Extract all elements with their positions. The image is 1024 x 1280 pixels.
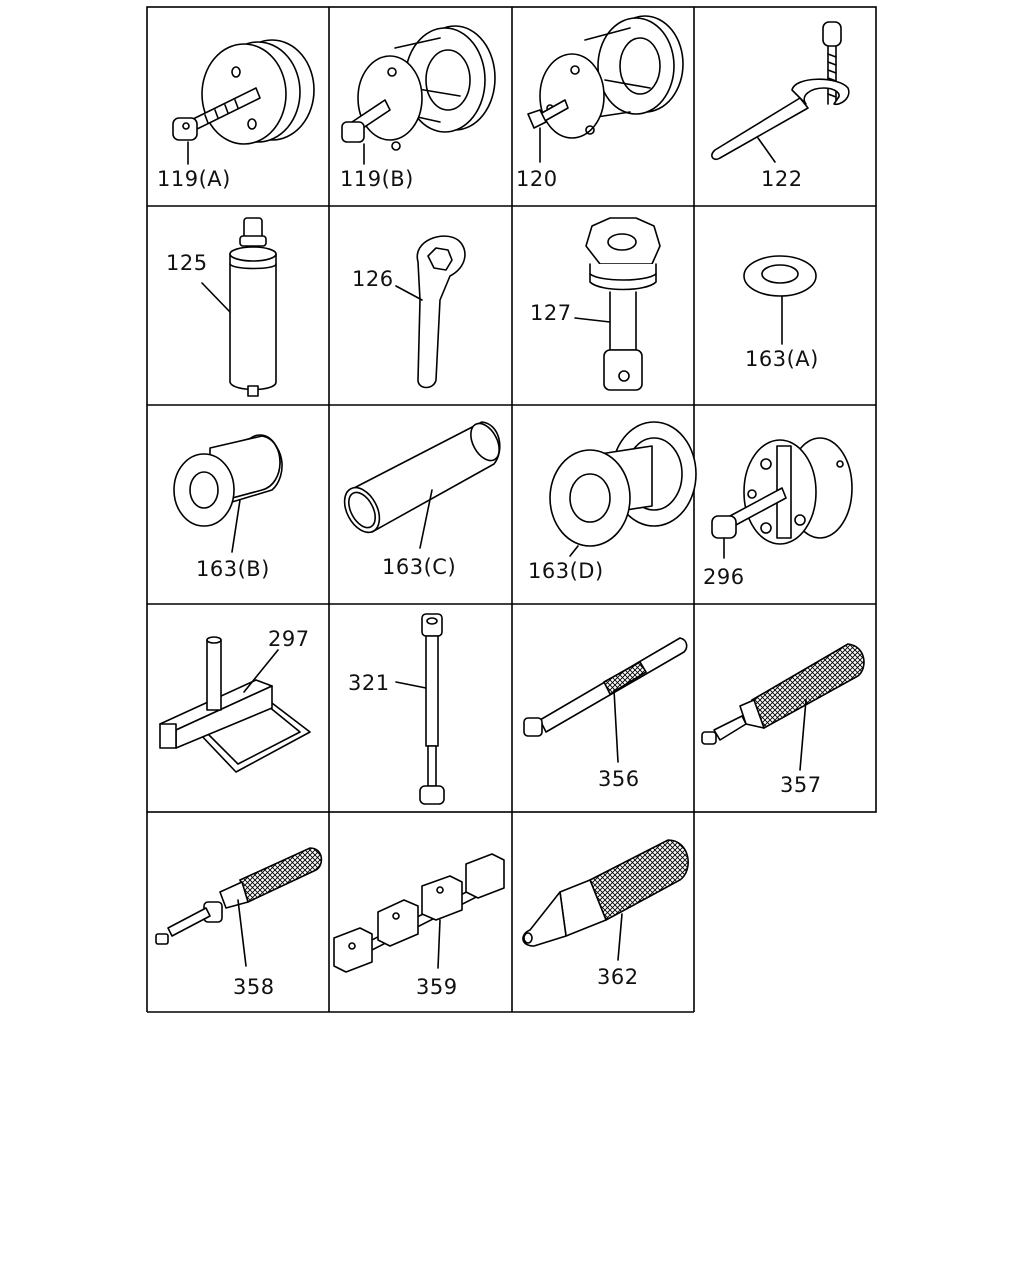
tool-cell-127: 127 [530, 217, 661, 391]
tool-label-358: 358 [233, 975, 275, 999]
tool-label-122: 122 [761, 167, 803, 191]
tool-cell-362: 362 [522, 839, 689, 989]
split-puller-icon [711, 437, 853, 559]
flanged-sleeve-icon [173, 434, 283, 553]
socket-adapter-icon [574, 217, 661, 391]
knurled-installer-icon [155, 847, 323, 967]
knurled-drift-icon [701, 643, 865, 771]
tool-label-126: 126 [352, 267, 394, 291]
tool-label-356: 356 [598, 767, 640, 791]
tool-label-297: 297 [268, 627, 310, 651]
knurled-rod-icon [523, 637, 688, 763]
spanner-with-clamp-icon [711, 21, 850, 163]
tool-label-125: 125 [166, 251, 208, 275]
tapered-drift-icon [522, 839, 689, 961]
tool-label-362: 362 [597, 965, 639, 989]
tool-cell-163d: 163(D) [528, 421, 697, 583]
tool-label-120: 120 [516, 167, 558, 191]
tool-cell-357: 357 [701, 643, 865, 797]
tool-cell-163a: 163(A) [743, 255, 819, 371]
tool-cell-296: 296 [703, 437, 853, 589]
stand-fixture-icon [159, 636, 311, 773]
tool-cell-321: 321 [348, 613, 445, 805]
tool-label-119a: 119(A) [157, 167, 231, 191]
long-rod-icon [395, 613, 445, 805]
tool-cell-163b: 163(B) [173, 434, 283, 581]
tool-label-163b: 163(B) [196, 557, 270, 581]
tool-cell-125: 125 [166, 217, 277, 397]
pipe-tube-icon [343, 421, 501, 549]
tool-label-127: 127 [530, 301, 572, 325]
bearing-installer-icon [527, 15, 684, 163]
tool-grid [146, 6, 877, 1013]
puller-with-screw-icon [172, 39, 315, 165]
tool-cell-163c: 163(C) [343, 421, 501, 579]
hex-wrench-icon [395, 235, 466, 389]
tool-label-119b: 119(B) [340, 167, 414, 191]
tool-cell-126: 126 [352, 235, 466, 389]
tool-cell-358: 358 [155, 847, 323, 999]
tool-cell-356: 356 [523, 637, 688, 791]
bearing-puller-icon [341, 25, 496, 165]
tool-cell-297: 297 [159, 627, 311, 773]
tool-cell-122: 122 [711, 21, 850, 191]
tool-label-359: 359 [416, 975, 458, 999]
tool-cell-120: 120 [516, 15, 684, 191]
tool-cell-119b: 119(B) [340, 25, 496, 191]
tool-cell-119a: 119(A) [157, 39, 315, 191]
flanged-spool-icon [549, 421, 697, 557]
alignment-bar-icon [333, 853, 505, 973]
flat-washer-icon [743, 255, 817, 345]
cylinder-tool-icon [201, 217, 277, 397]
tool-label-163a: 163(A) [745, 347, 819, 371]
tool-label-163d: 163(D) [528, 559, 604, 583]
tool-label-321: 321 [348, 671, 390, 695]
tool-label-296: 296 [703, 565, 745, 589]
tool-cell-359: 359 [333, 853, 505, 999]
tool-label-357: 357 [780, 773, 822, 797]
tool-label-163c: 163(C) [382, 555, 456, 579]
